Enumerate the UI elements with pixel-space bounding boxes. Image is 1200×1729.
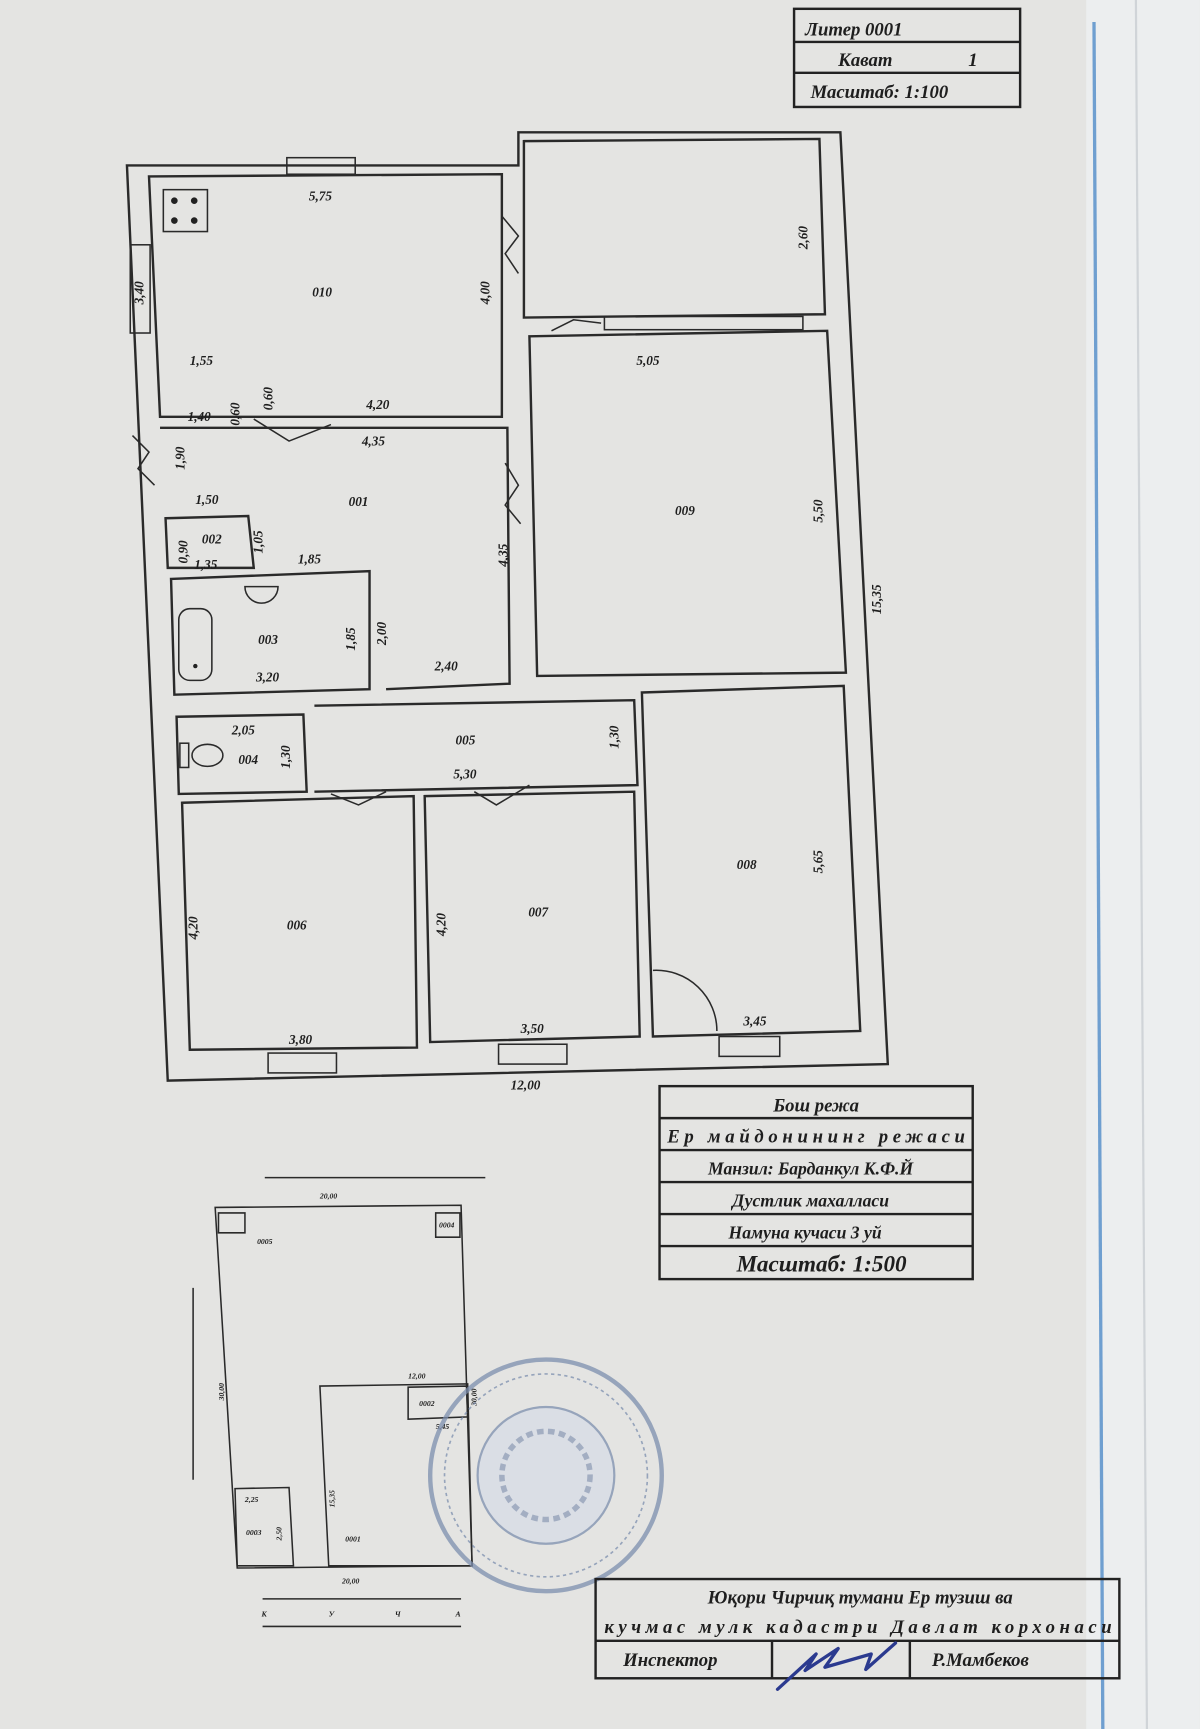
organization-line-1: Юқори Чирчиқ тумани Ер тузиш ва — [707, 1587, 1013, 1608]
room-label: 008 — [737, 857, 757, 872]
dimension: 30,00 — [470, 1388, 479, 1406]
floor-plan: 010 001 002 003 004 005 006 007 008 009 … — [125, 131, 890, 1093]
room-label: 007 — [528, 904, 549, 919]
building-label: 0004 — [439, 1220, 455, 1229]
dimension: 12,00 — [511, 1077, 541, 1092]
axis-letter: К — [260, 1610, 267, 1619]
dimension: 0,60 — [227, 402, 242, 426]
dimension: 1,85 — [298, 551, 322, 566]
room-label: 001 — [349, 494, 369, 509]
inspector-role: Инспектор — [622, 1650, 717, 1671]
dimension: 4,35 — [361, 433, 386, 448]
bathtub-icon — [178, 607, 213, 682]
dimension: 1,50 — [195, 492, 219, 507]
building-label: 0001 — [345, 1535, 361, 1544]
dimension: 1,05 — [251, 530, 266, 554]
floor-value: 1 — [968, 50, 977, 71]
dimension: 20,00 — [341, 1576, 359, 1585]
dimension: 3,20 — [255, 669, 280, 684]
dimension: 5,05 — [636, 353, 660, 368]
land-plot-plan: Ер майдонининг режаси — [666, 1126, 965, 1147]
liter-label: Литер 0001 — [804, 19, 902, 40]
dimension: 2,40 — [434, 658, 459, 673]
room-label: 009 — [675, 503, 695, 518]
room-label: 005 — [456, 732, 476, 747]
dimension: 30,00 — [217, 1383, 226, 1401]
dimension: 5,30 — [453, 766, 477, 781]
dimension: 1,85 — [343, 627, 358, 651]
room-label: 002 — [202, 532, 222, 547]
dimension: 4,20 — [365, 397, 390, 412]
dimension: 1,90 — [172, 446, 187, 470]
scale-label: Масштаб: 1:100 — [810, 82, 949, 103]
address: Манзил: Барданкул К.Ф.Й — [707, 1158, 914, 1178]
dimension: 2,05 — [231, 722, 256, 737]
dimension: 5,50 — [811, 499, 826, 523]
dimension: 0,60 — [261, 387, 276, 411]
dimension: 20,00 — [319, 1192, 337, 1201]
dimension: 4,20 — [186, 916, 201, 941]
dimension: 4,35 — [495, 543, 510, 568]
dimension-labels: 5,75 3,40 1,55 0,60 4,20 4,00 2,60 5,05 … — [131, 189, 884, 1093]
dimension: 2,00 — [374, 622, 389, 647]
room-label: 006 — [287, 918, 307, 933]
sink-icon — [244, 585, 279, 604]
dimension: 3,45 — [742, 1013, 767, 1028]
dimension: 15,35 — [327, 1490, 336, 1507]
dimension: 2,25 — [244, 1495, 259, 1504]
axis-letter: У — [329, 1610, 336, 1619]
dimension: 1,30 — [278, 745, 293, 769]
site-scale: Масштаб: 1:500 — [736, 1251, 907, 1277]
dimension: 1,35 — [194, 557, 218, 572]
dimension: 2,60 — [795, 226, 810, 251]
dimension: 4,20 — [434, 913, 449, 938]
general-plan-title: Бош режа — [772, 1096, 859, 1117]
title-block: Литер 0001 Кават 1 Масштаб: 1:100 — [792, 7, 1022, 109]
dimension: 15,35 — [869, 584, 884, 614]
toilet-icon — [179, 742, 224, 769]
room-label: 004 — [238, 752, 258, 767]
building-label: 0005 — [257, 1237, 273, 1246]
floor-label: Кават — [837, 50, 892, 71]
dimension: 12,00 — [408, 1371, 425, 1380]
inspector-name: Р.Мамбеков — [931, 1650, 1030, 1671]
dimension: 1,30 — [607, 725, 622, 749]
building-label: 0003 — [246, 1528, 262, 1537]
footer-box: Юқори Чирчиқ тумани Ер тузиш ва кучмас м… — [594, 1577, 1121, 1691]
axis-letter: Ч — [395, 1610, 401, 1619]
dimension: 2,50 — [274, 1527, 283, 1542]
organization-line-2: кучмас мулк кадастри Давлат корхонаси — [604, 1617, 1111, 1638]
dimension: 5,75 — [309, 189, 333, 204]
building-label: 0002 — [419, 1399, 435, 1408]
outer-wall — [125, 131, 890, 1082]
stove-icon — [162, 188, 209, 233]
mahalla: Дустлик махалласи — [730, 1190, 889, 1210]
dimension: 1,55 — [190, 353, 214, 368]
axis-letter: А — [455, 1610, 461, 1619]
binder-edge — [1086, 0, 1200, 1729]
signature — [775, 1641, 898, 1691]
dimension: 4,00 — [478, 281, 493, 306]
room-label: 010 — [312, 285, 332, 300]
dimension: 3,80 — [288, 1032, 313, 1047]
room-label: 003 — [258, 632, 278, 647]
dimension: 3,50 — [520, 1021, 545, 1036]
dimension: 1,40 — [188, 409, 212, 424]
official-stamp — [427, 1357, 664, 1594]
dimension: 0,90 — [176, 540, 191, 564]
dimension: 5,65 — [811, 850, 826, 874]
dimension: 3,40 — [131, 281, 146, 306]
street: Намуна кучаси 3 уй — [728, 1222, 882, 1242]
